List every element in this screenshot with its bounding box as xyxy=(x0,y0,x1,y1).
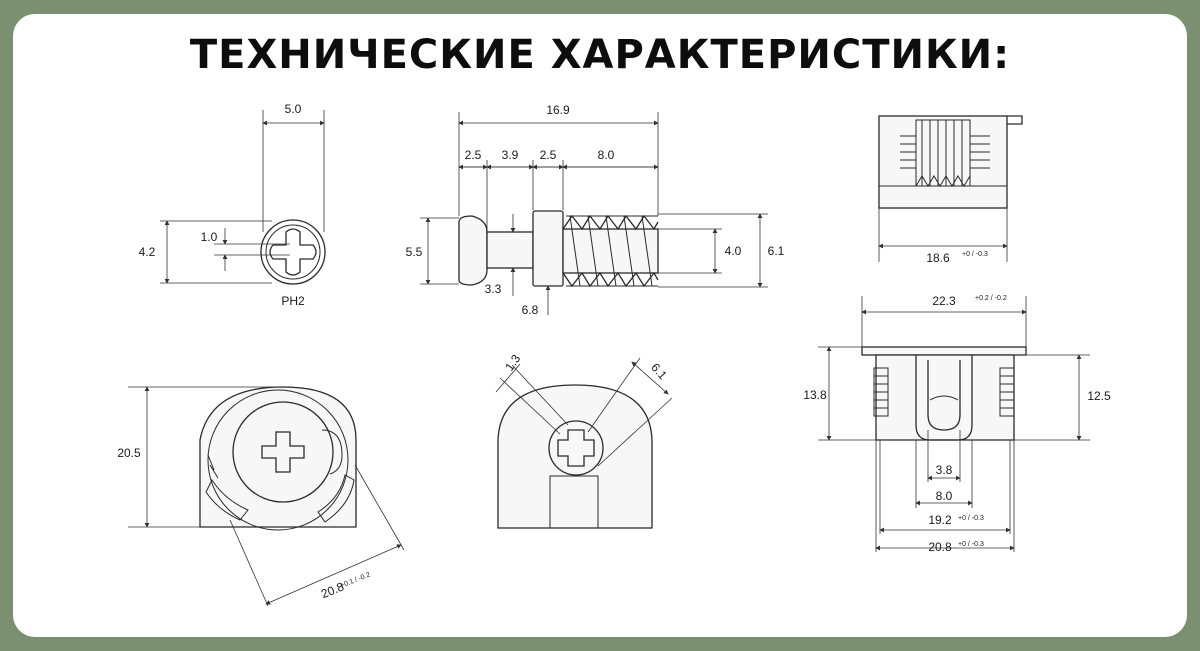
dim-5-5: 5.5 xyxy=(406,245,423,259)
dim-2-5-b: 2.5 xyxy=(540,148,557,162)
dim-18-6: 18.6 xyxy=(926,251,950,265)
dim-5-0: 5.0 xyxy=(285,102,302,116)
dim-6-1: 6.1 xyxy=(768,244,785,258)
dim-1-3: 1.3 xyxy=(502,352,523,374)
dim-16-9: 16.9 xyxy=(546,103,570,117)
cam-tolerance: +0.1 / -0.2 xyxy=(339,571,371,589)
cam-front-view: 1.3 6.1 xyxy=(495,352,673,529)
dim-3-9: 3.9 xyxy=(502,148,519,162)
dim-3-3: 3.3 xyxy=(485,282,502,296)
sleeve-dia2-tolerance: +0 / -0.3 xyxy=(958,541,984,548)
dim-1-0: 1.0 xyxy=(201,230,218,244)
phillips-cross-icon xyxy=(269,228,317,276)
dim-3-8: 3.8 xyxy=(936,463,953,477)
phillips-cross-icon xyxy=(261,431,305,473)
dim-13-8: 13.8 xyxy=(803,388,827,402)
sleeve-flange-tolerance: +0.2 / -0.2 xyxy=(975,295,1007,302)
page-title: ТЕХНИЧЕСКИЕ ХАРАКТЕРИСТИКИ: xyxy=(189,32,1011,78)
dim-4-2: 4.2 xyxy=(139,245,156,259)
dim-2-5-a: 2.5 xyxy=(465,148,482,162)
dim-20-5: 20.5 xyxy=(117,446,141,460)
sleeve-section-view: 22.3 +0.2 / -0.2 13.8 12.5 3.8 8.0 19.2 … xyxy=(803,294,1111,554)
dim-19-2: 19.2 xyxy=(928,513,952,527)
phillips-cross-icon xyxy=(557,429,595,467)
cam-body-view: 20.5 20.8 +0.1 / -0.2 xyxy=(117,386,405,607)
sleeve-dia1-tolerance: +0 / -0.3 xyxy=(958,515,984,522)
dim-8-0: 8.0 xyxy=(598,148,615,162)
dim-22-3: 22.3 xyxy=(932,294,956,308)
dim-20-8-sleeve: 20.8 xyxy=(928,540,952,554)
dim-8-0-inner: 8.0 xyxy=(936,489,953,503)
drive-label: PH2 xyxy=(281,294,305,308)
sleeve-side-view: 18.6 +0 / -0.3 xyxy=(878,115,1023,265)
screw-head-view: 5.0 4.2 1.0 PH2 xyxy=(139,102,326,308)
dim-6-8: 6.8 xyxy=(522,303,539,317)
dim-4-0: 4.0 xyxy=(725,244,742,258)
sleeve-top-tolerance: +0 / -0.3 xyxy=(962,251,988,258)
dim-12-5: 12.5 xyxy=(1087,389,1111,403)
screw-side-view: 16.9 2.5 3.9 2.5 8.0 5.5 3.3 xyxy=(406,103,785,317)
